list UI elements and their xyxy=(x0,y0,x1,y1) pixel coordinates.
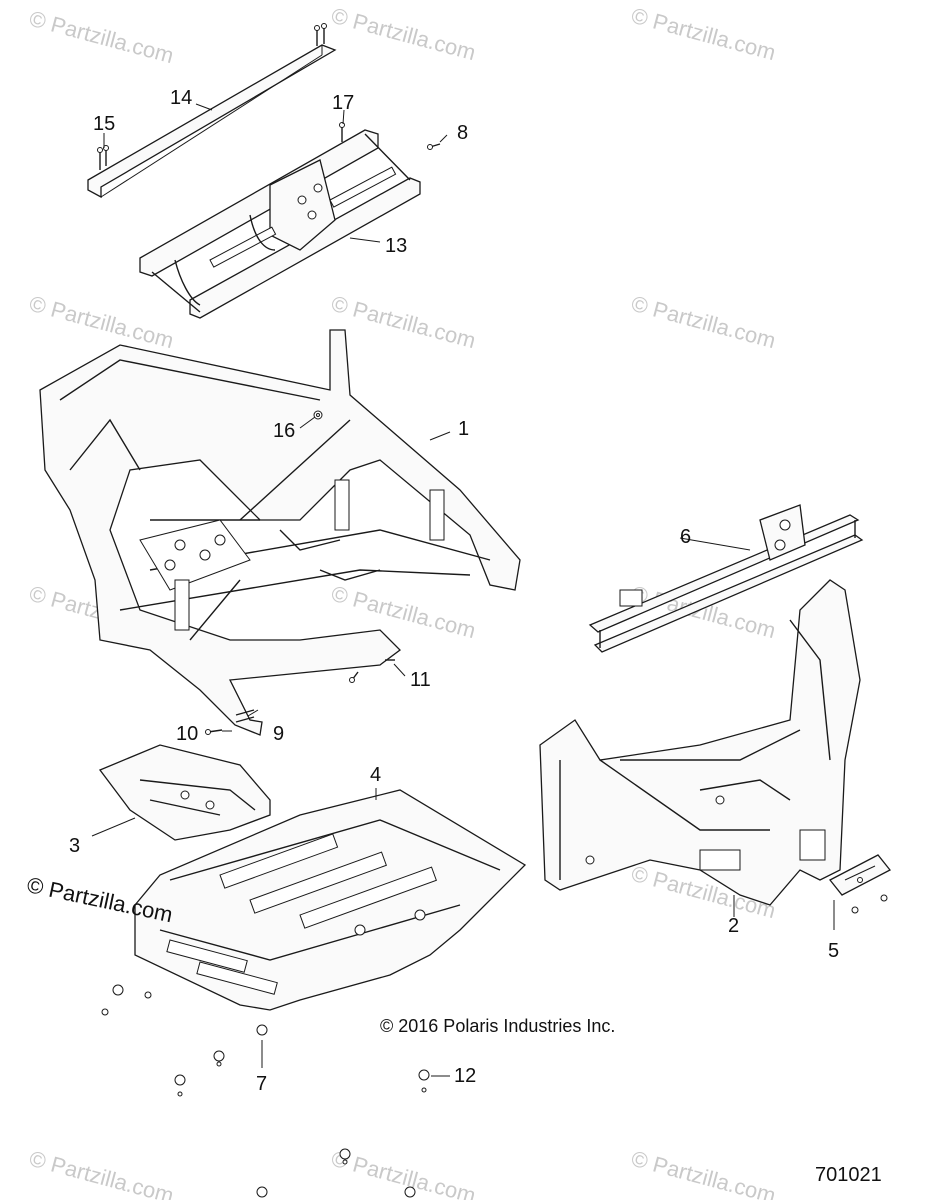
callout-15: 15 xyxy=(93,113,115,135)
callout-5: 5 xyxy=(828,940,839,962)
part-17-bolt xyxy=(339,122,345,142)
callout-17: 17 xyxy=(332,92,354,114)
callout-11: 11 xyxy=(410,669,431,691)
part-6-rail xyxy=(588,504,864,653)
callout-1: 1 xyxy=(458,418,469,440)
part-9-bolts xyxy=(235,709,255,723)
document-number: 701021 xyxy=(815,1164,882,1186)
part-8-screw xyxy=(427,143,441,150)
part-14-bolts xyxy=(314,23,327,46)
callout-14: 14 xyxy=(170,87,192,109)
callout-7: 7 xyxy=(256,1073,267,1095)
part-12-push-pin xyxy=(418,1069,430,1093)
part-15-bolts xyxy=(97,145,109,170)
callout-6: 6 xyxy=(680,526,691,548)
callout-3: 3 xyxy=(69,835,80,857)
part-4-floor-panel xyxy=(134,789,527,1011)
callout-4: 4 xyxy=(370,764,381,786)
part-11-bolts xyxy=(349,659,395,683)
part-10-screw xyxy=(205,729,223,735)
part-7-push-pins xyxy=(101,984,416,1198)
part-3-skid-plate xyxy=(98,744,271,841)
part-14-crossbar xyxy=(87,23,337,199)
part-2-front-frame xyxy=(539,579,861,906)
callout-labels: 14 15 17 8 13 1 16 6 11 10 9 4 3 2 5 7 1… xyxy=(69,87,839,1095)
callout-10: 10 xyxy=(176,723,198,745)
callout-13: 13 xyxy=(385,235,407,257)
callout-8: 8 xyxy=(457,122,468,144)
callout-2: 2 xyxy=(728,915,739,937)
part-1-main-frame xyxy=(39,329,521,736)
part-13-seat-frame xyxy=(139,129,421,319)
callout-12: 12 xyxy=(454,1065,476,1087)
part-5-bracket xyxy=(828,854,892,914)
leader-lines xyxy=(91,103,835,1077)
copyright-notice: © 2016 Polaris Industries Inc. xyxy=(380,1016,616,1036)
part-16-nut xyxy=(313,410,323,420)
callout-16: 16 xyxy=(273,420,295,442)
callout-9: 9 xyxy=(273,723,284,745)
